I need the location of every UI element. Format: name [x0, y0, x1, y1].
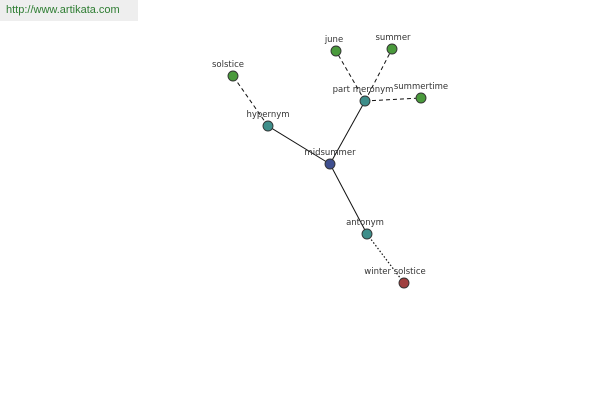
node-label-summer[interactable]: summer [375, 33, 411, 43]
edge-part-meronym-to-summertime [364, 97, 422, 102]
edge-midsummer-to-antonym [329, 163, 368, 235]
edge-part-meronym-to-june [335, 50, 366, 102]
node-label-midsummer[interactable]: midsummer [304, 148, 356, 158]
node-summertime[interactable] [415, 92, 427, 104]
labels-layer: midsummer hypernym part meronym antonym sols… [212, 33, 448, 277]
node-label-part-meronym[interactable]: part meronym [333, 85, 394, 95]
node-label-antonym[interactable]: antonym [346, 218, 384, 228]
edge-midsummer-to-hypernym [267, 125, 331, 165]
node-summer[interactable] [386, 43, 398, 55]
node-antonym[interactable] [361, 228, 373, 240]
edge-hypernym-to-solstice [232, 75, 269, 127]
edges-layer [232, 48, 422, 284]
source-banner: http://www.artikata.com [0, 0, 138, 21]
edge-part-meronym-to-summer [364, 48, 393, 102]
node-hypernym[interactable] [262, 120, 274, 132]
node-label-june[interactable]: june [324, 35, 343, 45]
node-part-meronym[interactable] [359, 95, 371, 107]
source-url-link[interactable]: http://www.artikata.com [6, 4, 120, 16]
node-june[interactable] [330, 45, 342, 57]
node-solstice[interactable] [227, 70, 239, 82]
node-winter-solstice[interactable] [398, 277, 410, 289]
node-label-solstice[interactable]: solstice [212, 60, 244, 70]
node-label-summertime[interactable]: summertime [394, 82, 448, 92]
node-midsummer[interactable] [324, 158, 336, 170]
nodes-layer [227, 43, 427, 289]
node-label-hypernym[interactable]: hypernym [246, 110, 289, 120]
node-label-winter-solstice[interactable]: winter solstice [364, 267, 425, 277]
edge-midsummer-to-part-meronym [329, 100, 366, 165]
